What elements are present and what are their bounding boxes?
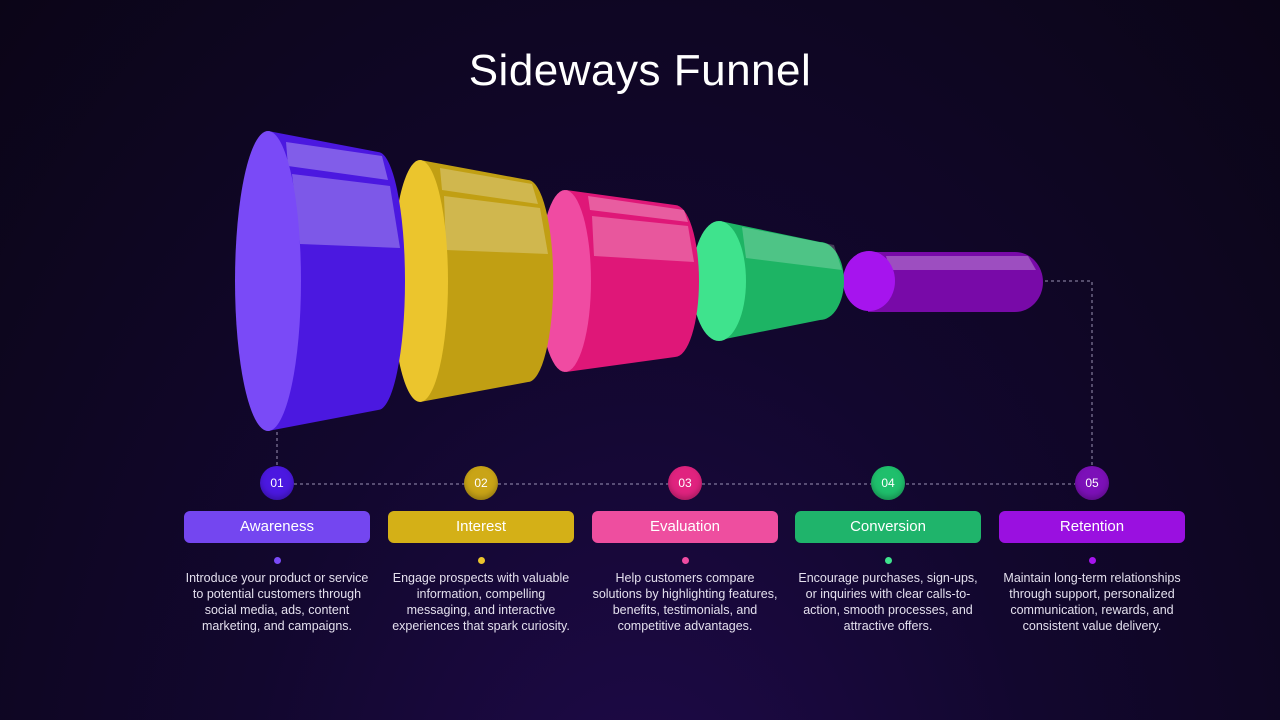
stage-label-conversion[interactable]: Conversion	[795, 511, 981, 543]
stage-label-interest[interactable]: Interest	[388, 511, 574, 543]
stage-number-badge: 01	[260, 466, 294, 500]
funnel-segment-interest[interactable]	[392, 160, 554, 402]
stage-label-retention[interactable]: Retention	[999, 511, 1185, 543]
stage-dot	[273, 557, 281, 564]
stage-dot	[1088, 557, 1096, 564]
slide-title: Sideways Funnel	[468, 46, 812, 95]
stage-description: Encourage purchases, sign-ups, or inquir…	[798, 571, 978, 633]
stage-description: Engage prospects with valuable informati…	[392, 571, 570, 633]
stage-description: Help customers compare solutions by high…	[592, 571, 778, 633]
stage-label-awareness[interactable]: Awareness	[184, 511, 370, 543]
stage-number-badge: 02	[464, 466, 498, 500]
stage-number-badge: 04	[871, 466, 905, 500]
stage-description: Maintain long-term relationships through…	[1003, 571, 1181, 633]
stage-dot	[681, 557, 689, 564]
funnel-segment-retention[interactable]	[843, 251, 1043, 312]
stage-number-badge: 03	[668, 466, 702, 500]
funnel-segment-evaluation[interactable]	[539, 190, 699, 372]
stage-dot	[477, 557, 485, 564]
stage-dot	[884, 557, 892, 564]
stage-number-badge: 05	[1075, 466, 1109, 500]
funnel-segment-awareness[interactable]	[235, 131, 405, 431]
funnel-segment-conversion[interactable]	[692, 221, 844, 341]
stage-description: Introduce your product or service to pot…	[185, 571, 369, 633]
stage-label-evaluation[interactable]: Evaluation	[592, 511, 778, 543]
